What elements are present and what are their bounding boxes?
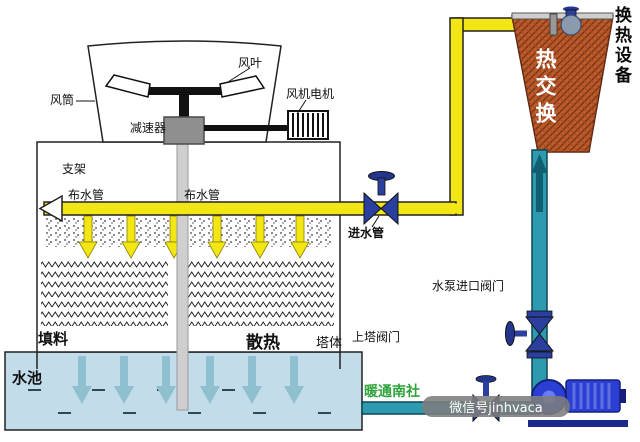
drive-shaft bbox=[176, 143, 189, 411]
watermark-green-text: 暖通南社 bbox=[364, 384, 420, 400]
label-tower-body: 塔体 bbox=[316, 336, 343, 351]
fan-shaft bbox=[179, 94, 189, 118]
label-fill-material: 填料 bbox=[38, 330, 69, 348]
label-heat-exchange: 热交换 bbox=[533, 48, 557, 129]
label-heat-dissipation: 散热 bbox=[246, 333, 280, 353]
label-inlet-pipe: 进水管 bbox=[348, 226, 385, 240]
watermark-wechat-badge: 微信号jinhvaca bbox=[422, 396, 570, 417]
pipe-flow-arrow-icon bbox=[38, 194, 63, 223]
tower-valve-icon bbox=[505, 310, 555, 359]
fill-material-block-left bbox=[41, 258, 168, 326]
fan-assembly bbox=[104, 74, 329, 145]
pump-motor-icon bbox=[565, 379, 626, 413]
label-support: 支架 bbox=[62, 162, 87, 176]
label-dist-pipe-right: 布水管 bbox=[184, 188, 221, 202]
hot-water-pipe bbox=[38, 17, 557, 223]
label-fan-blade: 风叶 bbox=[238, 56, 263, 70]
fan-blade-left-icon bbox=[104, 74, 151, 98]
motor-link bbox=[204, 125, 290, 131]
label-tower-valve: 上塔阀门 bbox=[352, 330, 401, 344]
exchanger-inlet-valve-icon bbox=[549, 6, 582, 36]
fan-motor-icon bbox=[287, 110, 329, 140]
spray-arrows bbox=[78, 215, 310, 259]
pool-water-arrows bbox=[72, 356, 304, 404]
fan-hub-bar bbox=[142, 87, 228, 95]
label-water-pool: 水池 bbox=[12, 369, 43, 387]
label-dist-pipe-left: 布水管 bbox=[68, 188, 105, 202]
label-fan-motor: 风机电机 bbox=[286, 87, 335, 101]
watermark-wechat-text: 微信号jinhvaca bbox=[449, 401, 543, 416]
label-heat-exchange-equipment: 换热设备 bbox=[611, 6, 631, 86]
fan-blade-right-icon bbox=[219, 75, 266, 98]
fill-material-block-right bbox=[186, 258, 334, 326]
label-pump-inlet-valve: 水泵进口阀门 bbox=[432, 279, 505, 293]
label-fan-duct: 风筒 bbox=[50, 93, 75, 107]
heat-exchanger bbox=[511, 12, 614, 153]
riser-flow-arrow-icon bbox=[531, 154, 548, 212]
reducer-box bbox=[163, 116, 205, 145]
label-leader-lines bbox=[76, 67, 380, 228]
cold-water-riser-pipe bbox=[531, 149, 548, 396]
pump-base bbox=[528, 420, 628, 427]
inlet-pipe-valve-icon bbox=[363, 171, 399, 226]
label-reducer: 减速器 bbox=[130, 121, 167, 135]
